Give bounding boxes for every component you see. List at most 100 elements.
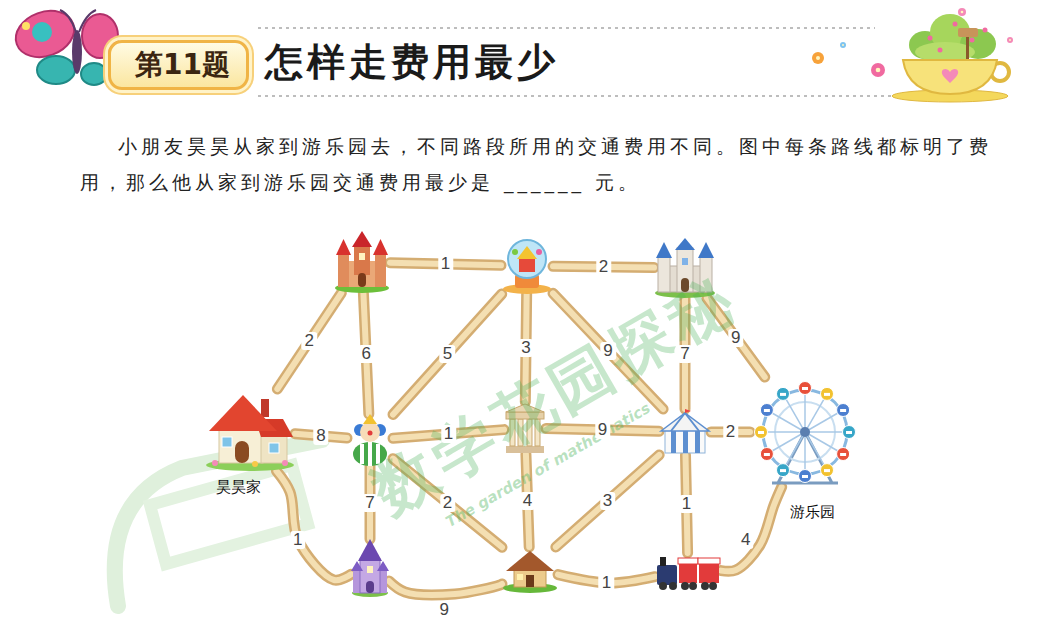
- problem-text: 小朋友昊昊从家到游乐园去，不同路段所用的交通费用不同。图中每条路线都标明了费用，…: [80, 128, 1010, 200]
- circus-tent-icon: [659, 409, 711, 455]
- cost-number: 6: [358, 345, 373, 363]
- road-surface: [721, 487, 782, 571]
- cost-number: 5: [440, 345, 455, 363]
- wheel-spoke: [805, 431, 847, 433]
- gondola-window: [840, 453, 846, 456]
- wheel-gondola: [837, 448, 850, 461]
- toy-train-icon: [655, 553, 721, 591]
- plant-blossom: [970, 38, 975, 43]
- hut-window: [517, 574, 523, 580]
- castle-roof: [373, 239, 388, 255]
- castle-roof: [336, 239, 351, 255]
- road-connector: [721, 487, 782, 571]
- teacup-heart: [942, 69, 958, 83]
- cost-number: 7: [677, 345, 692, 363]
- gondola-window: [780, 393, 786, 396]
- watermark-text: 数学花园探秘: [357, 257, 752, 534]
- cost-number: 9: [728, 329, 743, 347]
- cost-number: 2: [440, 494, 455, 512]
- wheel-gondola: [760, 404, 773, 417]
- flower-centre: [961, 11, 964, 14]
- gondola-window: [846, 431, 852, 434]
- cost-number: 1: [438, 255, 453, 273]
- page-title: 怎样走费用最少: [265, 38, 559, 86]
- circus-tent: [659, 409, 711, 455]
- wheel-spoke: [805, 432, 826, 468]
- flower: [958, 8, 966, 16]
- cost-number: 9: [436, 601, 451, 619]
- cost-number: 1: [290, 531, 305, 549]
- wheel-hub: [800, 427, 810, 437]
- butterfly-wing: [9, 3, 80, 65]
- ferris-wheel-icon: [750, 377, 860, 487]
- fountain-roof: [517, 246, 537, 259]
- road-band: [389, 581, 502, 595]
- cost-number: 8: [313, 427, 328, 445]
- wheel-spoke: [804, 390, 806, 432]
- dotted-rule: [258, 95, 1000, 97]
- gondola-window: [802, 387, 808, 390]
- wheel-gondola: [837, 404, 850, 417]
- wheel-spoke: [804, 432, 806, 474]
- place-name: 昊昊家: [216, 478, 261, 496]
- tent-stripe: [695, 429, 700, 453]
- cost-number: 1: [441, 425, 456, 443]
- road-band: [277, 293, 341, 389]
- cost-number: 1: [679, 495, 694, 513]
- butterfly-spot: [32, 22, 52, 42]
- cost-number: 9: [600, 342, 615, 360]
- purple-castle-icon: [351, 539, 389, 597]
- gondola-window: [824, 469, 830, 472]
- hut-door: [526, 575, 534, 587]
- gondola-window: [758, 431, 764, 434]
- cost-number: 1: [599, 574, 614, 592]
- road-surface: [389, 581, 502, 595]
- butterfly-wing: [37, 56, 75, 84]
- house-flower: [252, 461, 258, 467]
- wheel-gondola: [799, 382, 812, 395]
- fountain: [501, 238, 553, 294]
- castle-window: [682, 258, 688, 265]
- train-car: [679, 563, 697, 583]
- hut-wall: [514, 569, 546, 587]
- cost-number: 2: [302, 332, 317, 350]
- wheel-gondola: [843, 426, 856, 439]
- train-car: [699, 563, 719, 583]
- house-wall: [219, 427, 263, 463]
- gondola-window: [824, 393, 830, 396]
- castle-roof: [352, 231, 372, 247]
- castle-roof: [377, 561, 389, 571]
- road-surface: [277, 293, 341, 389]
- clown-face: [360, 422, 380, 442]
- train-chimney: [660, 557, 666, 566]
- clown-nose: [368, 431, 373, 436]
- tent-flag: [685, 409, 691, 413]
- tent-roof: [661, 413, 709, 431]
- fountain-dot: [512, 249, 518, 255]
- castle-roof: [675, 238, 695, 250]
- teacup-body: [903, 60, 997, 94]
- flower-centre: [876, 68, 881, 73]
- road-connector: [276, 471, 351, 580]
- flower: [812, 52, 824, 64]
- purple-castle: [351, 539, 389, 597]
- castle-window: [367, 566, 373, 573]
- road-surface: [556, 455, 659, 547]
- plant-blossom: [953, 22, 958, 27]
- hut: [502, 547, 558, 593]
- tent-roof-stripe: [671, 413, 699, 431]
- butterfly-body: [72, 30, 82, 74]
- castle-roof: [351, 561, 363, 571]
- cost-number: 2: [596, 258, 611, 276]
- castle-roof: [656, 242, 672, 258]
- fountain-icon: [501, 238, 553, 294]
- castle-roof: [698, 242, 714, 258]
- house-wall: [261, 433, 287, 463]
- wheel-gondola: [821, 464, 834, 477]
- flower-centre: [816, 56, 820, 60]
- road-band: [556, 455, 659, 547]
- wheel-gondola: [755, 426, 768, 439]
- castle-door: [366, 581, 374, 593]
- gondola-window: [764, 409, 770, 412]
